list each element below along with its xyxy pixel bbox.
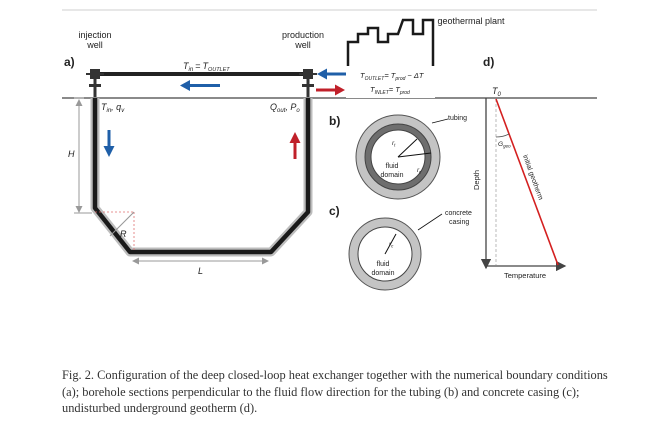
qout-po-label: Qout, Po xyxy=(270,102,300,114)
panel-a-label: a) xyxy=(64,55,75,69)
gradient-angle-arc xyxy=(495,133,510,138)
h-label: H xyxy=(68,149,75,159)
r-label: R xyxy=(120,229,127,239)
panel-d-label: d) xyxy=(483,55,494,69)
tubing-rt-label: rt xyxy=(392,140,396,148)
casing-leader-line xyxy=(417,213,443,231)
bend-radius xyxy=(95,211,135,252)
injection-well-label: injection xyxy=(78,30,111,40)
concrete-casing-label: concrete xyxy=(445,210,472,217)
injection-well-label-2: well xyxy=(86,40,103,50)
fluid-domain-b-label: fluid xyxy=(386,163,399,170)
injection-flow-arrow xyxy=(103,130,115,157)
g-geo-label: Ggeo xyxy=(498,141,511,149)
geothermal-plant-label: geothermal plant xyxy=(437,16,505,26)
fluid-domain-b-label-2: domain xyxy=(381,172,404,179)
well-casing xyxy=(90,98,313,257)
casing-rc-label: rc xyxy=(389,241,394,249)
plant-inlet-eq: TINLET= Tprod xyxy=(370,85,410,96)
t0-label: T0 xyxy=(492,86,502,98)
depth-dimension-h xyxy=(74,97,92,214)
plant-outlet-eq: TOUTLET= Tprod− ΔT xyxy=(360,71,425,82)
injection-wellhead xyxy=(86,69,104,97)
fluid-domain-c-label: fluid xyxy=(377,261,390,268)
panel-c-label: c) xyxy=(329,204,340,218)
production-wellhead xyxy=(299,69,317,97)
initial-geotherm-label: initial geotherm xyxy=(521,154,544,201)
well-tubing xyxy=(92,98,311,255)
panel-b-label: b) xyxy=(329,114,340,128)
figure-caption: Fig. 2. Configuration of the deep closed… xyxy=(62,368,608,415)
production-well-label: production xyxy=(282,30,324,40)
temperature-axis-label: Temperature xyxy=(504,271,546,280)
tubing-label: tubing xyxy=(448,115,467,122)
depth-axis-label: Depth xyxy=(472,170,481,190)
tin-toutlet-label: Tin=TOUTLET xyxy=(183,61,230,73)
tubing-leader-line xyxy=(431,118,449,124)
l-label: L xyxy=(198,266,203,276)
tin-qv-label: Tin, qv xyxy=(101,102,125,114)
surface-pipe xyxy=(93,72,310,76)
casing-cross-section xyxy=(348,217,422,291)
geotherm-line xyxy=(495,98,559,266)
plant-label-area xyxy=(346,66,435,98)
tubing-cross-section xyxy=(355,114,441,200)
plant-outlet-arrow xyxy=(317,68,346,80)
production-well-label-2: well xyxy=(294,40,311,50)
tubing-rc-label: rc xyxy=(417,167,422,175)
plant-inlet-arrow xyxy=(316,84,345,96)
fluid-domain-c-label-2: domain xyxy=(372,270,395,277)
concrete-casing-label-2: casing xyxy=(449,219,469,226)
surface-flow-arrow xyxy=(180,80,220,91)
production-flow-arrow xyxy=(289,132,301,159)
